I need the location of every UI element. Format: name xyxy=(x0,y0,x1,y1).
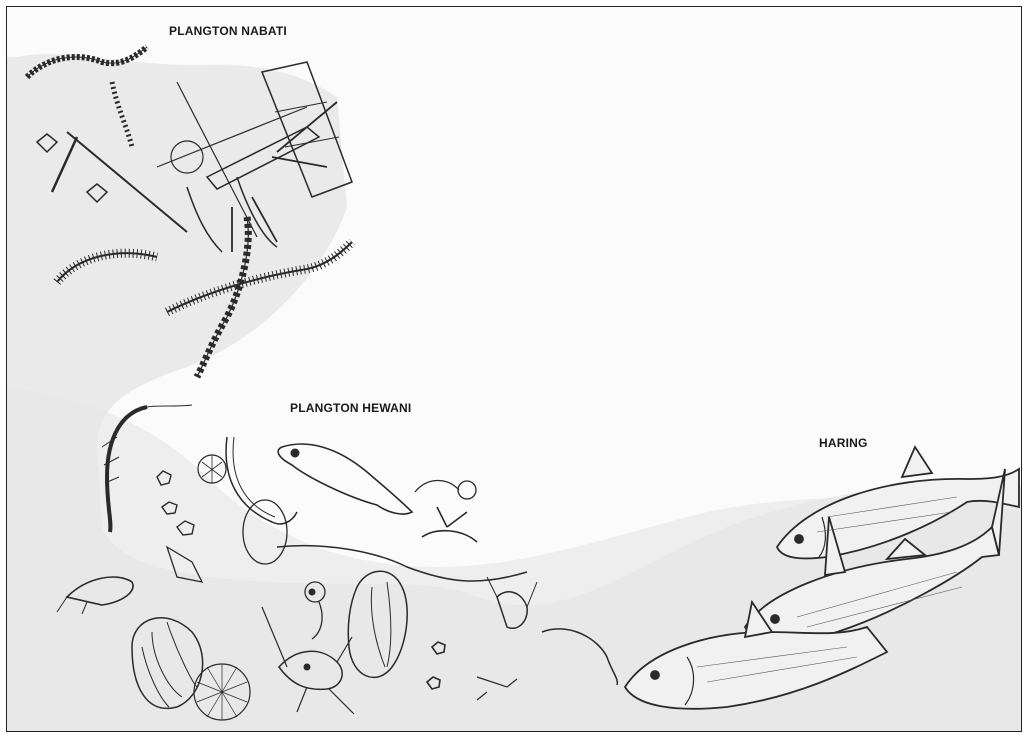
food-chain-illustration xyxy=(7,7,1022,732)
label-herring: HARING xyxy=(819,436,868,450)
label-phytoplankton: PLANGTON NABATI xyxy=(169,24,287,38)
label-zooplankton: PLANGTON HEWANI xyxy=(290,401,411,415)
illustration-frame: PLANGTON NABATI PLANGTON HEWANI HARING xyxy=(6,6,1022,732)
